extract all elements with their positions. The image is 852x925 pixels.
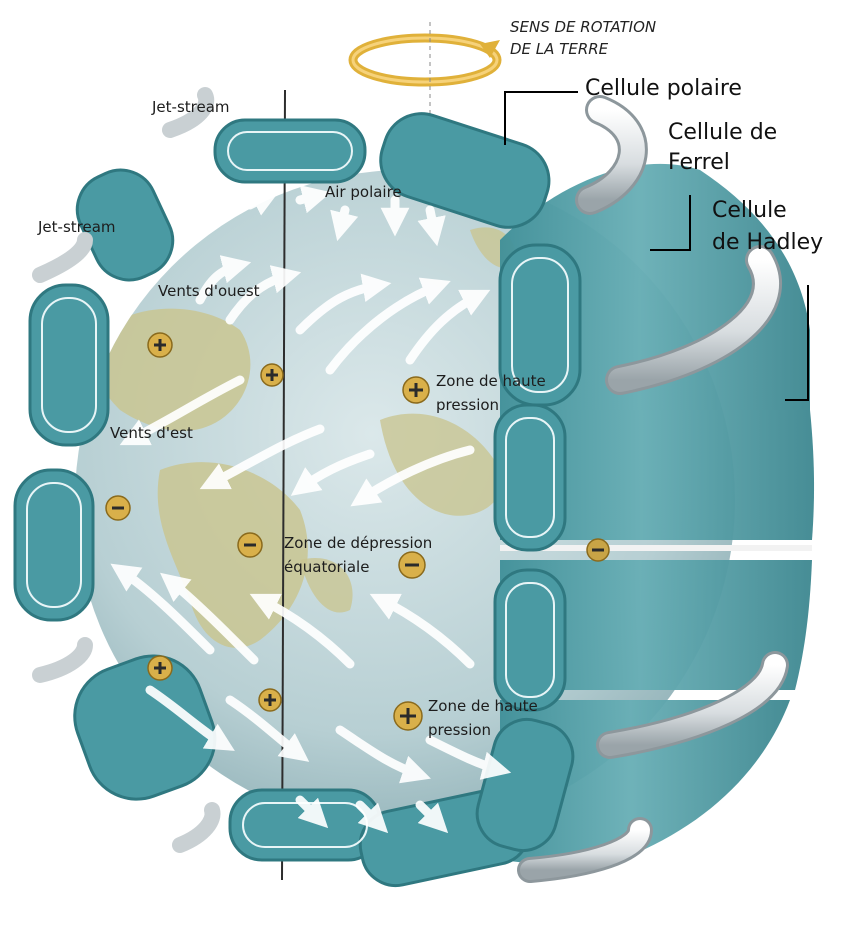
- high-pressure-marker-icon: [148, 333, 172, 357]
- high-pressure-north-label-2: pression: [436, 396, 499, 414]
- high-pressure-marker-icon: [394, 702, 422, 730]
- high-pressure-south-label-2: pression: [428, 721, 491, 739]
- hadley-cell-label-1: Cellule: [712, 196, 787, 226]
- rotation-label-line2: DE LA TERRE: [510, 38, 608, 60]
- jet-stream-label-left: Jet-stream: [38, 218, 116, 236]
- hadley-cell-label-2: de Hadley: [712, 228, 823, 258]
- high-pressure-marker-icon: [259, 689, 281, 711]
- high-pressure-marker-icon: [403, 377, 429, 403]
- high-pressure-marker-icon: [261, 364, 283, 386]
- low-pressure-marker-icon: [238, 533, 262, 557]
- polar-cell-label: Cellule polaire: [585, 74, 742, 104]
- polar-air-label: Air polaire: [325, 183, 402, 201]
- cell-loop-top-1: [215, 120, 365, 182]
- low-pressure-marker-icon: [587, 539, 609, 561]
- ferrel-cell-label-1: Cellule de: [668, 118, 777, 148]
- low-pressure-marker-icon: [106, 496, 130, 520]
- rotation-label-line1: SENS DE ROTATION: [510, 16, 656, 38]
- ferrel-cell-label-2: Ferrel: [668, 148, 730, 178]
- high-pressure-marker-icon: [148, 656, 172, 680]
- equatorial-low-label-2: équatoriale: [284, 558, 369, 576]
- low-pressure-marker-icon: [399, 552, 425, 578]
- jet-stream-label-top: Jet-stream: [152, 98, 230, 116]
- high-pressure-south-label-1: Zone de haute: [428, 697, 538, 715]
- polar-leader: [505, 92, 578, 145]
- easterlies-label: Vents d'est: [110, 424, 193, 442]
- westerlies-label: Vents d'ouest: [158, 282, 260, 300]
- equatorial-low-label-1: Zone de dépression: [284, 534, 432, 552]
- high-pressure-north-label-1: Zone de haute: [436, 372, 546, 390]
